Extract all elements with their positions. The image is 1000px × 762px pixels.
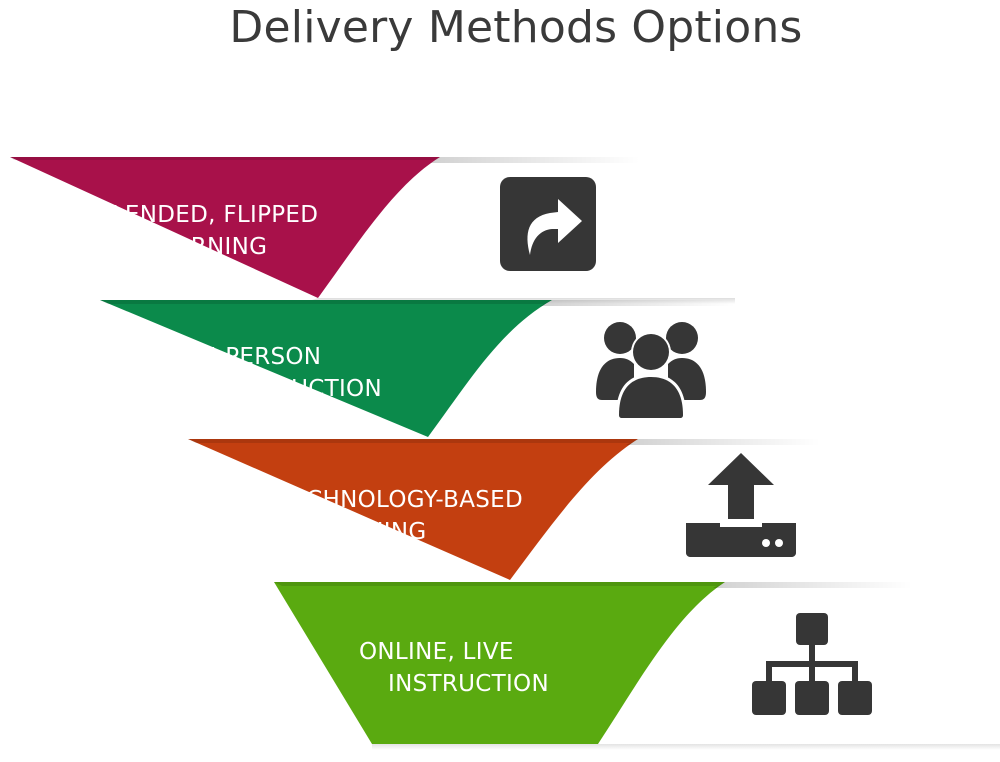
hierarchy-icon bbox=[752, 613, 872, 715]
stage-label-in-person: IN-PERSON INSTRUCTION bbox=[170, 341, 406, 405]
stage-shape-blended bbox=[10, 157, 440, 298]
stage-label-line2: LEARNING bbox=[146, 234, 268, 260]
people-group-icon bbox=[596, 322, 706, 420]
funnel-stage-3 bbox=[188, 439, 820, 580]
funnel-stage-4 bbox=[274, 582, 1000, 750]
page-title: Delivery Methods Options bbox=[229, 2, 803, 53]
stage-shape-in-person bbox=[100, 300, 552, 437]
stage-label-line2: LEARNING bbox=[306, 519, 427, 545]
stage-label-line1: TECHNOLOGY-BASED bbox=[277, 487, 523, 513]
stage-label-line2: INSTRUCTION bbox=[388, 671, 549, 697]
funnel-stage-2 bbox=[100, 298, 735, 437]
stage-label-line2: INSTRUCTION bbox=[221, 376, 382, 402]
share-arrow-icon bbox=[500, 177, 596, 271]
funnel-stage-1 bbox=[10, 157, 640, 298]
stage-label-online: ONLINE, LIVE INSTRUCTION bbox=[348, 636, 568, 700]
stage-label-line1: BLENDED, FLIPPED bbox=[95, 202, 319, 228]
stage-label-line1: ONLINE, LIVE bbox=[359, 639, 514, 665]
stage-label-blended: BLENDED, FLIPPED LEARNING bbox=[76, 199, 338, 263]
upload-tray-icon bbox=[686, 453, 796, 557]
stage-label-technology: TECHNOLOGY-BASED LEARNING bbox=[262, 484, 538, 548]
stage-shape-technology bbox=[188, 439, 638, 580]
stage-label-line1: IN-PERSON bbox=[192, 344, 322, 370]
stage-shape-online bbox=[274, 582, 725, 744]
